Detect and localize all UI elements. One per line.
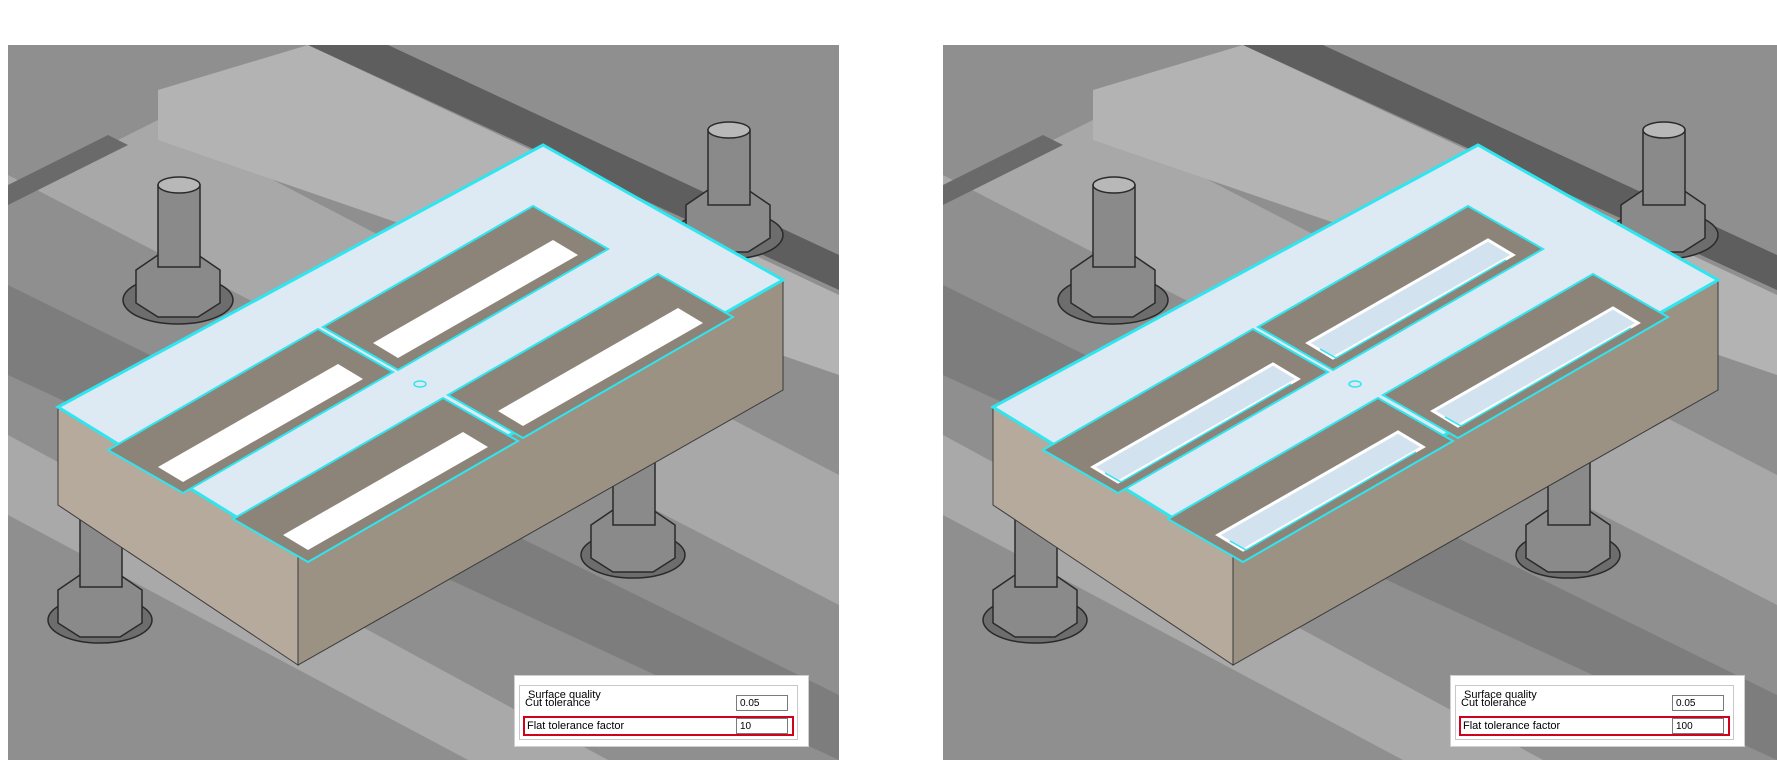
cut-tolerance-row: Cut tolerance bbox=[1459, 694, 1730, 714]
surface-quality-legend: Surface quality bbox=[1462, 689, 1539, 701]
cut-tolerance-row: Cut tolerance bbox=[523, 694, 794, 714]
flat-tolerance-factor-row: Flat tolerance factor bbox=[1459, 716, 1730, 736]
pockets bbox=[105, 204, 736, 564]
flat-tolerance-factor-input[interactable] bbox=[736, 718, 788, 734]
cad-3d-viewport-icon bbox=[943, 45, 1777, 760]
cad-viewport-right[interactable] bbox=[943, 45, 1777, 760]
cut-tolerance-label: Cut tolerance bbox=[1461, 697, 1527, 709]
machined-part bbox=[990, 143, 1722, 666]
surface-quality-panel-right: Surface quality Cut tolerance Flat toler… bbox=[1450, 675, 1745, 747]
cut-tolerance-input[interactable] bbox=[1672, 695, 1724, 711]
pockets bbox=[1040, 204, 1671, 564]
surface-quality-panel-left: Surface quality Cut tolerance Flat toler… bbox=[514, 675, 809, 747]
flat-tolerance-factor-label: Flat tolerance factor bbox=[527, 720, 625, 732]
cut-tolerance-label: Cut tolerance bbox=[525, 697, 591, 709]
machined-part bbox=[55, 143, 787, 666]
cut-tolerance-input[interactable] bbox=[736, 695, 788, 711]
flat-tolerance-factor-label: Flat tolerance factor bbox=[1463, 720, 1561, 732]
cad-3d-viewport-icon bbox=[8, 45, 839, 760]
surface-quality-group: Surface quality bbox=[1455, 685, 1734, 740]
flat-tolerance-factor-input[interactable] bbox=[1672, 718, 1724, 734]
cad-viewport-left[interactable] bbox=[8, 45, 839, 760]
flat-tolerance-factor-row: Flat tolerance factor bbox=[523, 716, 794, 736]
surface-quality-legend: Surface quality bbox=[526, 689, 603, 701]
surface-quality-group: Surface quality bbox=[519, 685, 798, 740]
